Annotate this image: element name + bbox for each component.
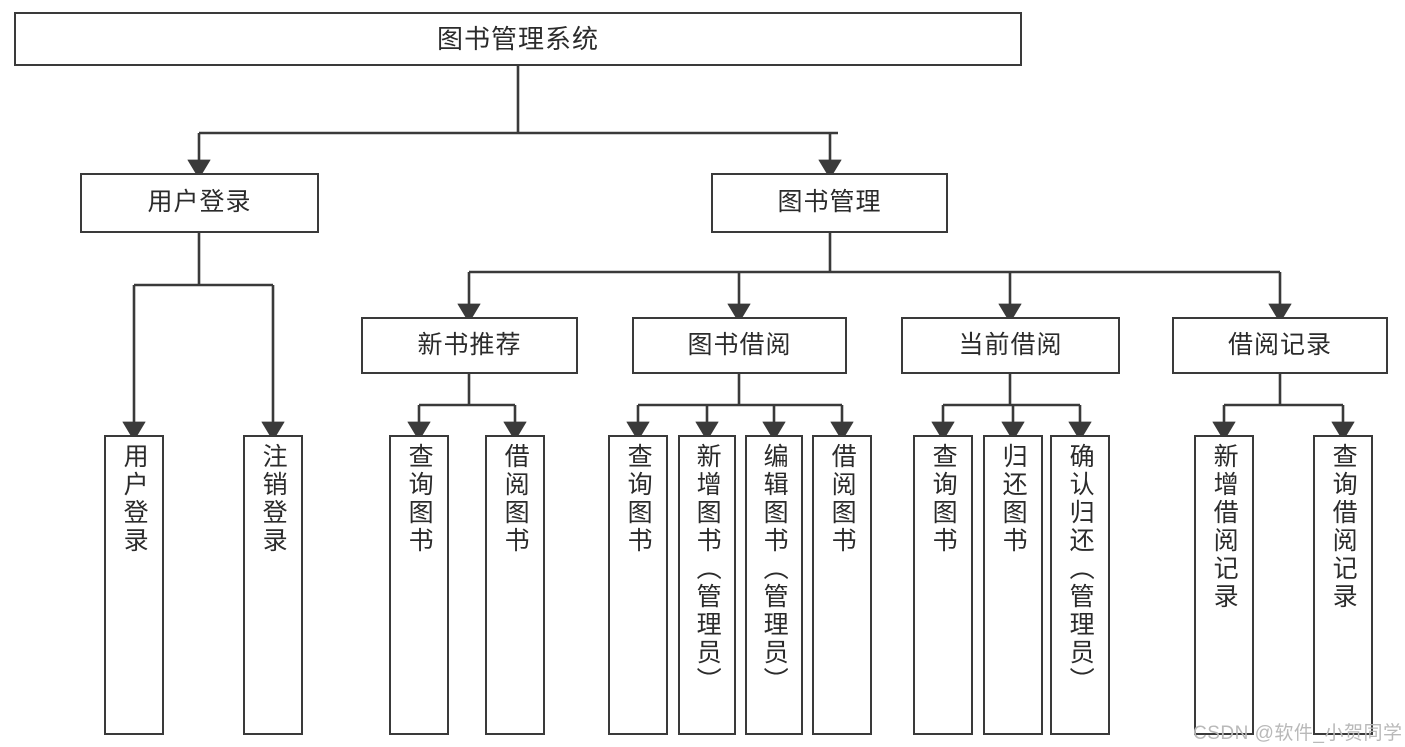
node-root[interactable]: 图书管理系统 [14, 12, 1022, 66]
node-new-book-recommend[interactable]: 新书推荐 [361, 317, 578, 374]
node-new-book-recommend-label: 新书推荐 [417, 330, 522, 359]
leaf-borrow-book-2[interactable]: 借阅图书 [812, 435, 872, 735]
leaf-logout[interactable]: 注销登录 [243, 435, 303, 735]
node-current-borrow-label: 当前借阅 [958, 330, 1063, 359]
leaf-query-borrow-record-label: 查询借阅记录 [1329, 443, 1358, 611]
leaf-logout-label: 注销登录 [259, 443, 288, 555]
leaf-return-book[interactable]: 归还图书 [983, 435, 1043, 735]
node-book-manage[interactable]: 图书管理 [711, 173, 948, 233]
leaf-query-book-3-label: 查询图书 [929, 443, 958, 555]
leaf-query-book-3[interactable]: 查询图书 [913, 435, 973, 735]
node-user-login-label: 用户登录 [147, 188, 252, 217]
node-borrow-record[interactable]: 借阅记录 [1172, 317, 1388, 374]
leaf-add-book-label: 新增图书（管理员） [693, 443, 722, 695]
leaf-confirm-return-label: 确认归还（管理员） [1066, 443, 1095, 695]
leaf-borrow-book-1-label: 借阅图书 [501, 443, 530, 555]
node-current-borrow[interactable]: 当前借阅 [901, 317, 1120, 374]
leaf-query-book-2[interactable]: 查询图书 [608, 435, 668, 735]
leaf-query-book-1[interactable]: 查询图书 [389, 435, 449, 735]
csdn-watermark: CSDN @软件_小贺同学 [1193, 723, 1403, 744]
node-borrow-record-label: 借阅记录 [1227, 330, 1332, 359]
node-book-manage-label: 图书管理 [777, 188, 882, 217]
node-root-label: 图书管理系统 [436, 23, 599, 54]
leaf-confirm-return[interactable]: 确认归还（管理员） [1050, 435, 1110, 735]
node-user-login[interactable]: 用户登录 [80, 173, 319, 233]
leaf-user-login[interactable]: 用户登录 [104, 435, 164, 735]
leaf-borrow-book-1[interactable]: 借阅图书 [485, 435, 545, 735]
node-book-borrow[interactable]: 图书借阅 [632, 317, 847, 374]
leaf-query-book-1-label: 查询图书 [405, 443, 434, 555]
leaf-borrow-book-2-label: 借阅图书 [828, 443, 857, 555]
leaf-query-book-2-label: 查询图书 [624, 443, 653, 555]
leaf-add-book[interactable]: 新增图书（管理员） [678, 435, 736, 735]
leaf-user-login-label: 用户登录 [120, 443, 149, 555]
node-book-borrow-label: 图书借阅 [687, 330, 792, 359]
leaf-add-borrow-record-label: 新增借阅记录 [1210, 443, 1239, 611]
leaf-edit-book[interactable]: 编辑图书（管理员） [745, 435, 803, 735]
leaf-edit-book-label: 编辑图书（管理员） [760, 443, 789, 695]
leaf-return-book-label: 归还图书 [999, 443, 1028, 555]
leaf-query-borrow-record[interactable]: 查询借阅记录 [1313, 435, 1373, 735]
leaf-add-borrow-record[interactable]: 新增借阅记录 [1194, 435, 1254, 735]
